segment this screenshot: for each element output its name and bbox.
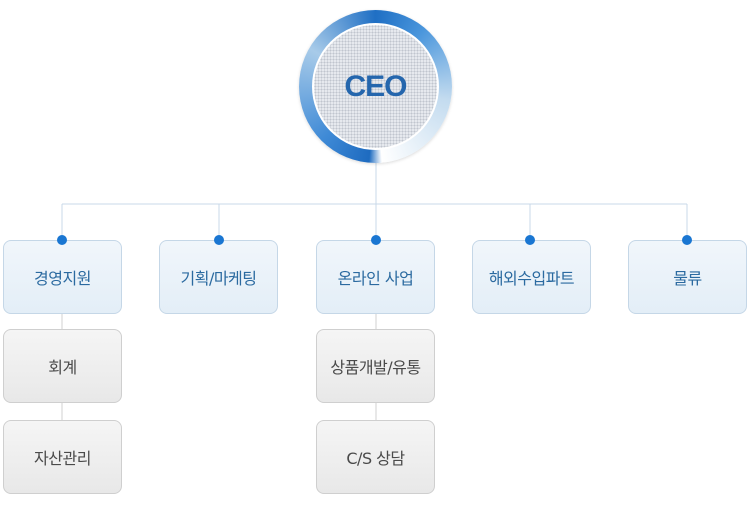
dept-label: 해외수입파트 [488,269,575,288]
ceo-node-inner: CEO [312,23,439,150]
subteam-label: 회계 [48,358,77,377]
dept-overseas-import: 해외수입파트 [472,240,591,314]
dept-label: 온라인 사업 [337,269,414,288]
subteam-accounting: 회계 [3,329,122,403]
subteam-label: C/S 상담 [346,449,405,468]
dept-management-support: 경영지원 [3,240,122,314]
subteam-product-development: 상품개발/유통 [316,329,435,403]
dept-label: 물류 [673,269,702,288]
ceo-label: CEO [344,69,407,103]
subteam-label: 상품개발/유통 [330,358,421,377]
ceo-node: CEO [299,10,452,163]
subteam-cs-consulting: C/S 상담 [316,420,435,494]
dept-label: 경영지원 [34,269,91,288]
subteam-label: 자산관리 [34,449,91,468]
subteam-asset-management: 자산관리 [3,420,122,494]
dept-online-business: 온라인 사업 [316,240,435,314]
dept-planning-marketing: 기획/마케팅 [159,240,278,314]
dept-logistics: 물류 [628,240,747,314]
dept-label: 기획/마케팅 [180,269,258,288]
